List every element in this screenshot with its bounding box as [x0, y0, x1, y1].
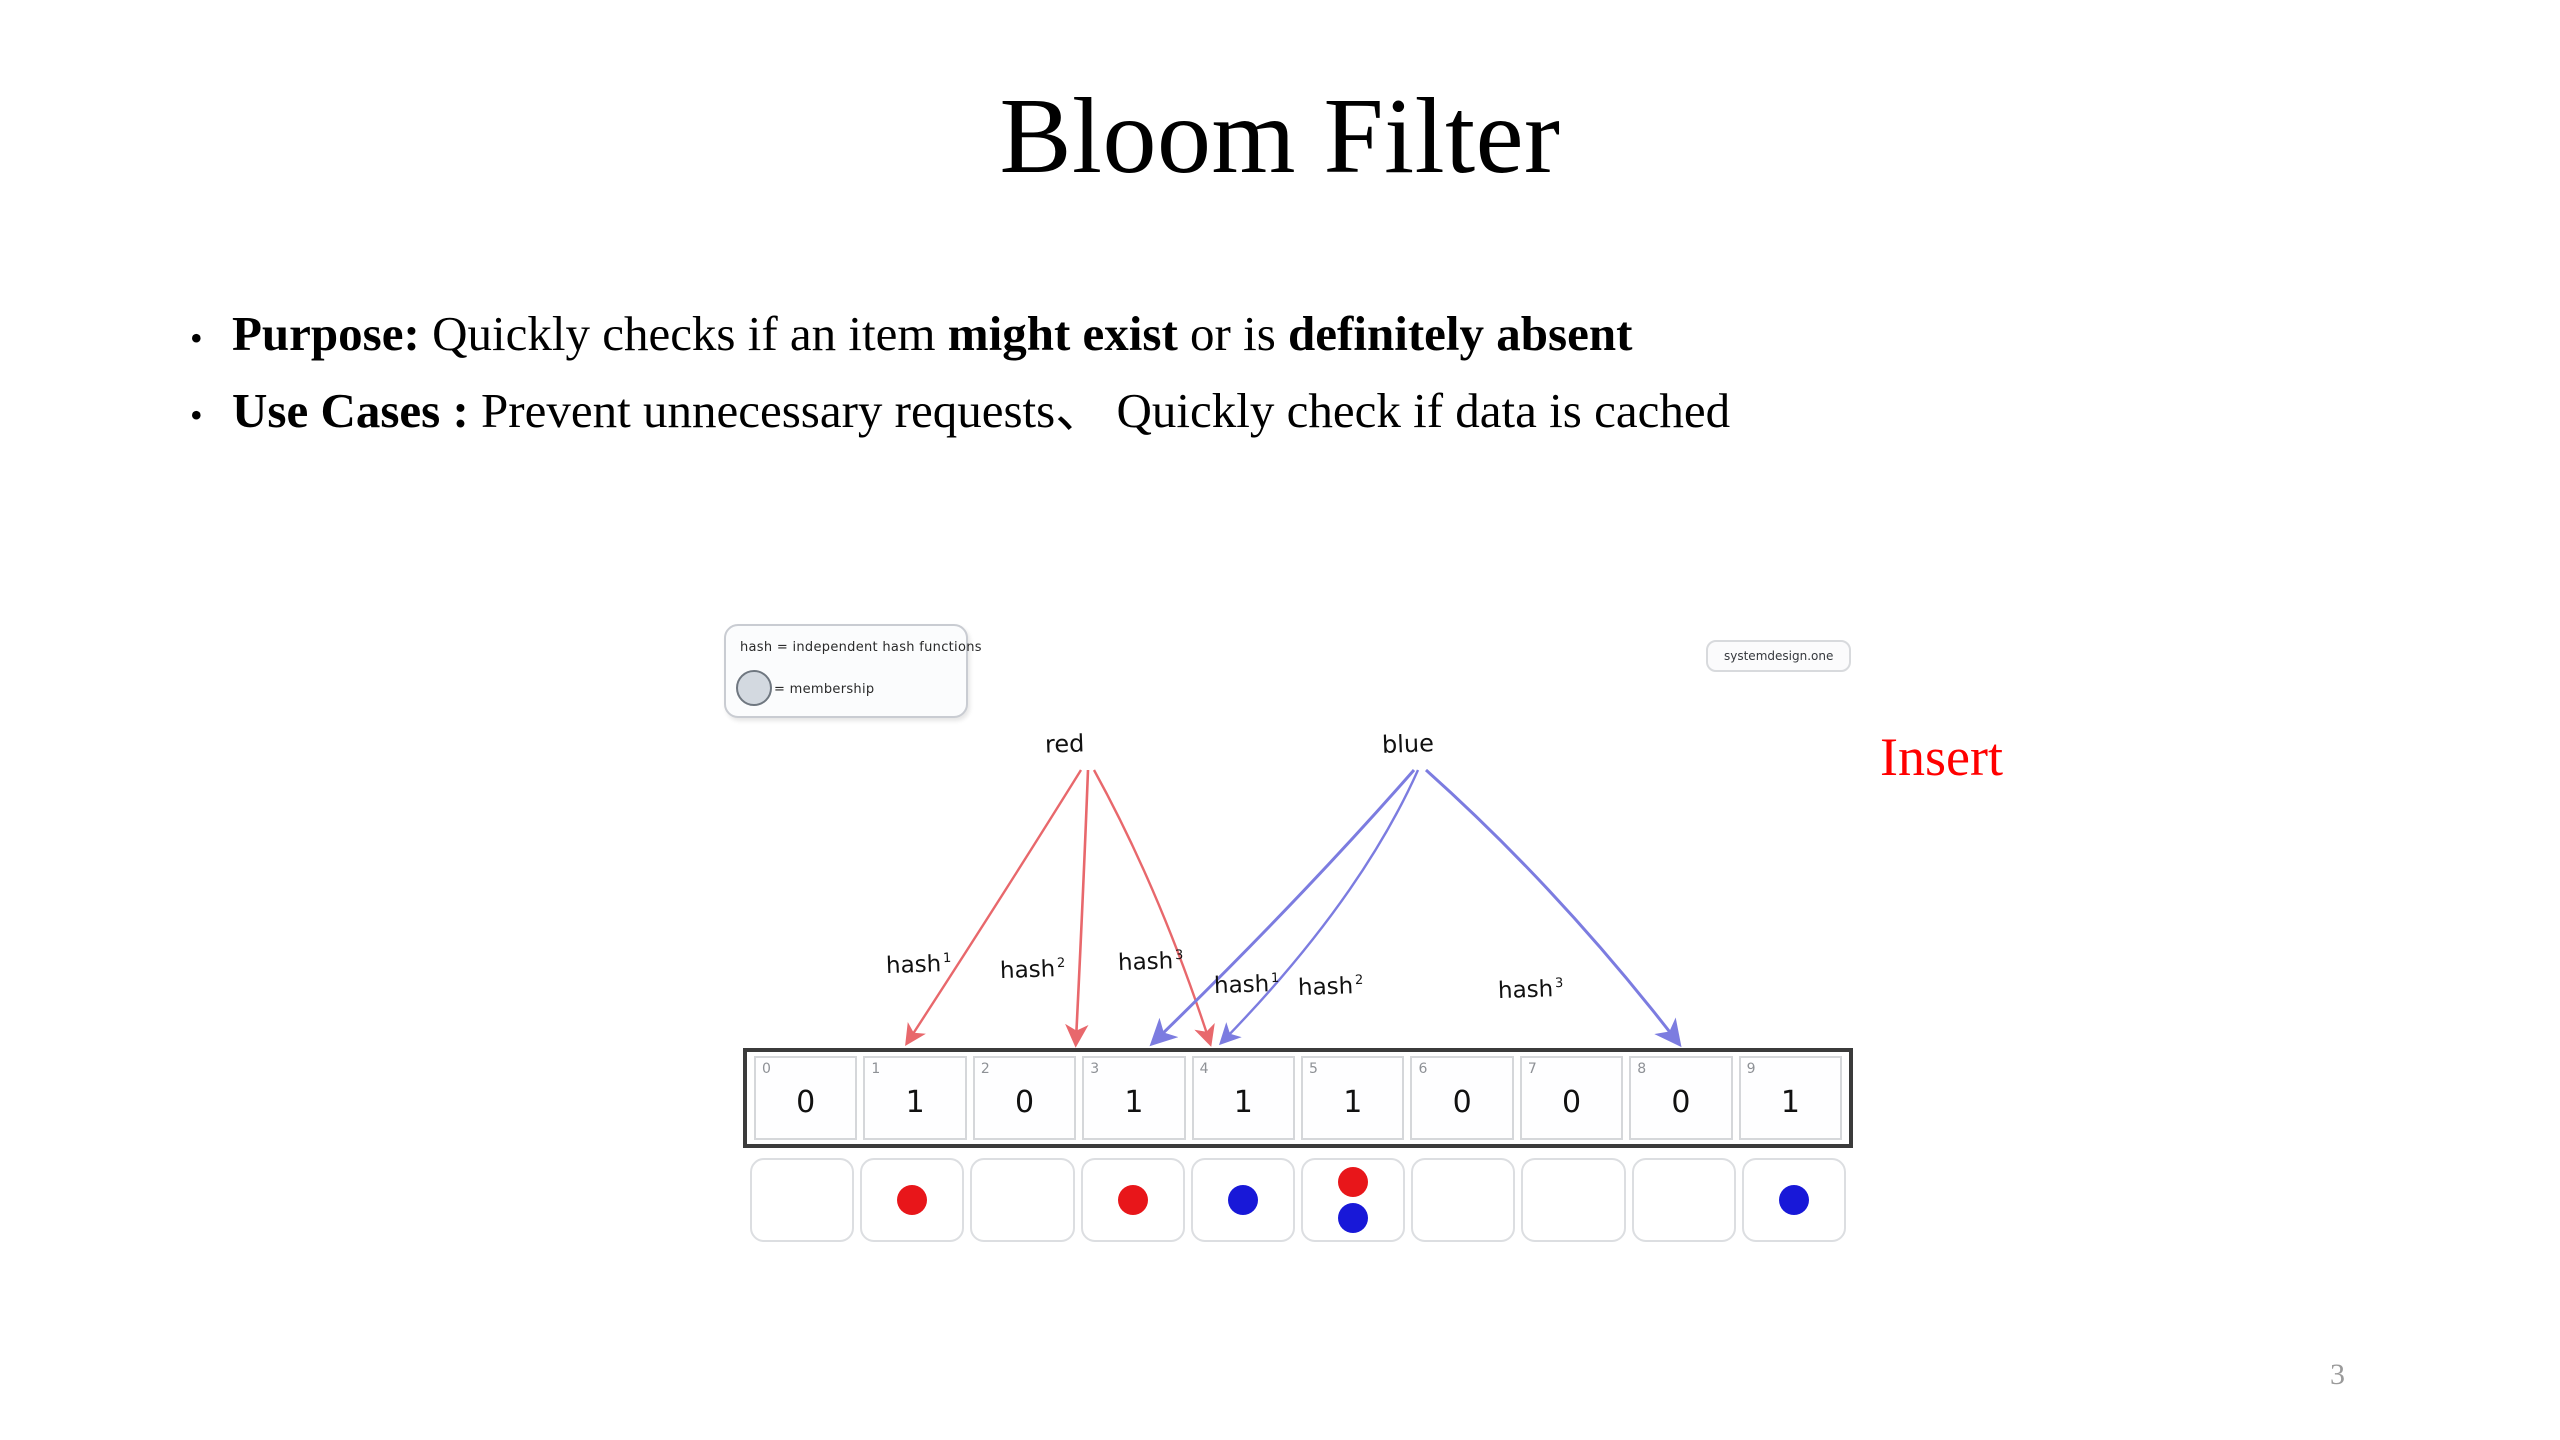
- membership-dot-blue: [1227, 1185, 1258, 1215]
- arrow-blue-hash-3: [1424, 768, 1682, 1048]
- bit-cell-index: 3: [1090, 1061, 1100, 1077]
- hash-index: 2: [1354, 973, 1364, 989]
- bit-cell-index: 8: [1637, 1061, 1647, 1077]
- hash-index: 3: [1554, 976, 1564, 992]
- hash-index: 3: [1174, 948, 1184, 964]
- membership-dot-red: [1117, 1185, 1148, 1215]
- membership-cell: [970, 1158, 1075, 1242]
- bullet-segment: might exist: [947, 306, 1178, 361]
- slide-number: 3: [2330, 1358, 2345, 1391]
- arrow-layer: [905, 768, 1682, 1048]
- bit-cell-value: 1: [1233, 1085, 1253, 1120]
- bit-cell-index: 9: [1746, 1061, 1756, 1077]
- bit-cell-value: 1: [1124, 1085, 1144, 1120]
- watermark-label: systemdesign.one: [1706, 640, 1852, 672]
- membership-cell: [1301, 1158, 1406, 1242]
- bullet-segment: Purpose:: [232, 306, 420, 361]
- bit-cell-value: 1: [905, 1085, 925, 1120]
- bit-cell-value: 0: [796, 1085, 816, 1120]
- bit-cell-value: 1: [1343, 1085, 1363, 1120]
- bullet-text: Purpose: Quickly checks if an item might…: [232, 305, 1632, 364]
- bullet-segment: Quickly checks if an item: [419, 306, 948, 361]
- bit-cell-index: 7: [1527, 1061, 1537, 1077]
- legend-hash-definition: hash = independent hash functions: [740, 640, 982, 655]
- bullet-segment: or is: [1177, 306, 1289, 361]
- bullet-segment: definitely absent: [1288, 306, 1633, 361]
- membership-circle-icon: [736, 670, 772, 706]
- bullet-marker-icon: •: [190, 394, 203, 435]
- arrow-blue-hash-2: [1218, 769, 1420, 1046]
- hash-label-blue-1: hash1: [1213, 971, 1280, 1000]
- arrow-red-hash-1: [905, 769, 1083, 1047]
- hash-index: 2: [1056, 956, 1066, 972]
- hash-label-red-1: hash1: [885, 951, 952, 980]
- membership-cell: [1080, 1158, 1185, 1242]
- bit-cell-value: 0: [1562, 1085, 1582, 1120]
- bit-cell-index: 0: [762, 1061, 771, 1077]
- membership-dot-blue: [1778, 1185, 1809, 1215]
- bullet-item-0: • Purpose: Quickly checks if an item migh…: [190, 305, 2450, 364]
- membership-row: [743, 1156, 1853, 1244]
- bit-cell-value: 1: [1780, 1085, 1800, 1120]
- membership-dot-red: [897, 1185, 928, 1215]
- arrow-red-hash-3: [1092, 769, 1215, 1047]
- page-title: Bloom Filter: [999, 77, 1561, 196]
- bit-cell-value: 0: [1671, 1085, 1691, 1120]
- node-label-red: red: [1044, 729, 1085, 759]
- membership-cell: [1631, 1158, 1736, 1242]
- membership-cell: [1190, 1158, 1296, 1242]
- hash-label-red-2: hash2: [999, 956, 1066, 985]
- membership-cell: [1411, 1158, 1516, 1242]
- bullet-text: Use Cases : Prevent unnecessary requests…: [232, 382, 1730, 441]
- bit-cell-index: 2: [980, 1061, 990, 1077]
- bullet-segment: Use Cases :: [232, 382, 469, 438]
- membership-dot-blue: [1338, 1203, 1369, 1233]
- arrow-blue-hash-1: [1149, 769, 1416, 1047]
- bit-cell-index: 1: [871, 1061, 881, 1077]
- membership-cell: [1521, 1158, 1626, 1242]
- bullet-marker-icon: •: [190, 318, 203, 358]
- bit-cell-index: 6: [1418, 1061, 1428, 1077]
- hash-label-blue-3: hash3: [1497, 976, 1564, 1005]
- hash-label-red-3: hash3: [1117, 948, 1184, 977]
- bullet-list: • Purpose: Quickly checks if an item migh…: [190, 305, 2450, 459]
- bloom-filter-diagram: hash = independent hash functions = memb…: [700, 600, 1900, 1330]
- legend-membership-definition: = membership: [774, 682, 875, 697]
- hash-index: 1: [942, 951, 952, 967]
- node-label-blue: blue: [1381, 729, 1435, 759]
- hash-label-blue-2: hash2: [1297, 973, 1364, 1002]
- bit-cell-index: 4: [1199, 1061, 1209, 1077]
- bit-cell-value: 0: [1452, 1085, 1472, 1120]
- bullet-item-1: • Use Cases : Prevent unnecessary request…: [190, 382, 2450, 441]
- bit-cell-index: 5: [1309, 1061, 1318, 1077]
- hash-index: 1: [1270, 971, 1280, 987]
- legend-box: hash = independent hash functions = memb…: [724, 624, 982, 718]
- membership-cell: [1741, 1158, 1847, 1242]
- bullet-segment: Prevent unnecessary requests、 Quickly ch…: [468, 382, 1731, 438]
- insert-annotation: Insert: [1880, 727, 2003, 787]
- membership-cell: [750, 1158, 855, 1242]
- membership-cell: [860, 1158, 965, 1242]
- arrow-red-hash-2: [1065, 769, 1090, 1048]
- membership-dot-red: [1338, 1167, 1369, 1197]
- bit-cell-value: 0: [1014, 1085, 1035, 1120]
